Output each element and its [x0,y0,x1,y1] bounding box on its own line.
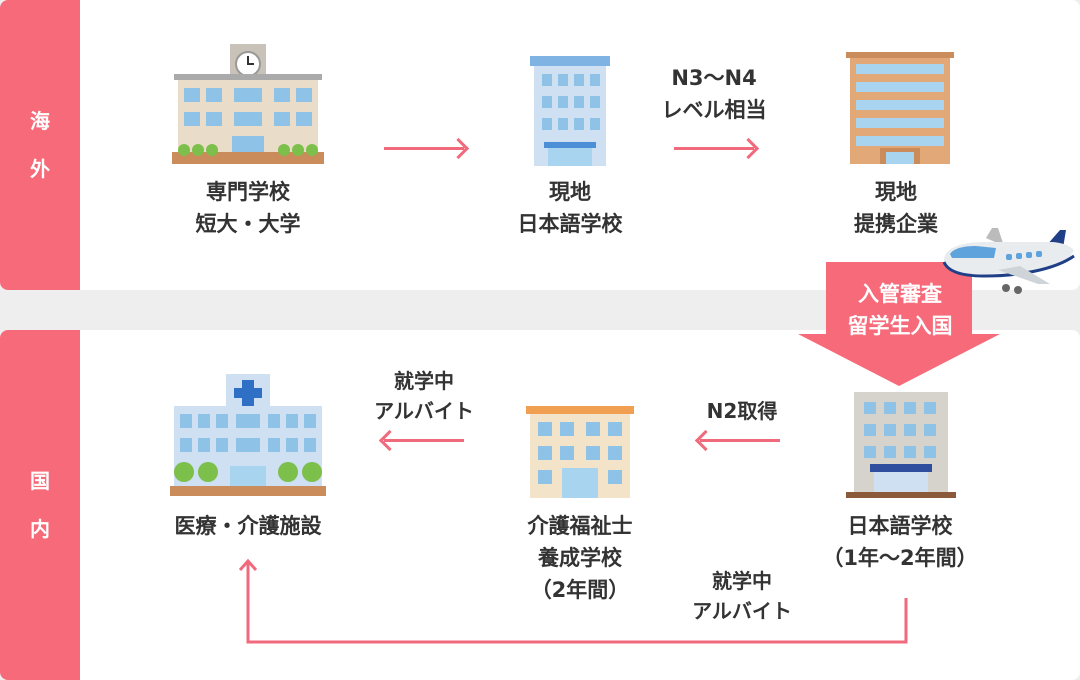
local-school-icon [530,56,610,166]
vocational-school-icon [172,44,324,164]
arrow-left [384,439,464,442]
company-building-icon [846,52,954,164]
arrow-right [384,147,464,150]
domestic-label: 国内 [0,330,80,680]
domestic-panel: 国内 医療・介護施設 就学中アルバイト 介護福祉士養成学校（2年間） N2取得 … [0,330,1080,680]
vocational-school-label: 専門学校短大・大学 [195,180,301,236]
work-label-2: 就学中アルバイト [692,569,792,623]
hospital-icon [170,374,326,496]
arrow-right [674,147,754,150]
local-school-label: 現地日本語学校 [517,180,623,236]
care-school-icon [526,406,634,498]
overseas-label: 海外 [0,0,80,290]
work-label-1: 就学中アルバイト [374,369,474,423]
arrow-left [700,439,780,442]
japanese-school-label: 日本語学校（1年～2年間） [822,514,978,570]
company-label: 現地提携企業 [854,180,938,236]
return-arrow [238,558,908,644]
airplane-icon [942,228,1075,294]
japanese-school-icon [846,392,956,498]
immigration-label: 入管審査留学生入国 [847,282,953,338]
n2-label: N2取得 [706,399,778,423]
facility-label: 医療・介護施設 [174,514,322,538]
care-school-label: 介護福祉士養成学校（2年間） [527,514,633,602]
immigration-arrow [798,262,1000,386]
